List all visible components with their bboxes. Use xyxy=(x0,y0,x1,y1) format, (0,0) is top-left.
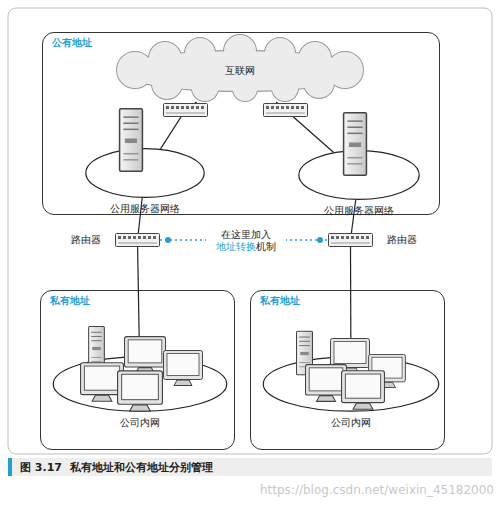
network-ellipse: 公用服务器网络 xyxy=(85,148,205,198)
cloud-puff xyxy=(185,38,215,68)
ellipse-outline xyxy=(263,357,439,411)
server-tower xyxy=(120,109,143,171)
router-label: 路由器 xyxy=(71,233,101,247)
pc-monitor xyxy=(118,371,163,411)
pc-monitor xyxy=(81,363,124,402)
cloud-puff xyxy=(304,68,334,98)
pc-monitor xyxy=(331,339,370,374)
network-link xyxy=(138,198,142,233)
pc-tower xyxy=(89,327,105,370)
nat-dotted-link xyxy=(160,239,328,240)
cloud-puff xyxy=(224,35,256,67)
cloud-puff xyxy=(185,38,215,68)
network-link xyxy=(161,102,197,149)
pc-monitor xyxy=(342,371,385,410)
internet-cloud: 互联网 xyxy=(95,40,385,102)
network-link xyxy=(276,102,333,152)
cloud-puff xyxy=(192,75,218,101)
network-ellipse: 公用服务器网络 xyxy=(298,150,420,200)
router-icon xyxy=(115,233,160,247)
network-ellipse xyxy=(298,150,420,200)
router-body xyxy=(116,234,160,247)
ellipse-outline xyxy=(299,151,419,200)
network-label: 公司内网 xyxy=(32,416,248,430)
router-node: 路由器 xyxy=(328,233,373,247)
cloud-puff xyxy=(117,52,153,88)
router-icon xyxy=(164,104,208,117)
pc-monitor xyxy=(306,365,347,402)
router-body xyxy=(329,234,373,247)
note-highlight: 地址转换 xyxy=(216,241,256,252)
caption-bar xyxy=(8,458,12,476)
note-text: 在这里加入 xyxy=(221,229,271,240)
region-title: 私有地址 xyxy=(260,294,300,308)
cloud-puff xyxy=(265,38,295,68)
network-ellipse: 公司内网 xyxy=(52,356,228,412)
cloud-puff xyxy=(233,77,257,101)
cloud-puff xyxy=(152,69,182,99)
note-text: 机制 xyxy=(256,241,276,252)
link-dot xyxy=(317,237,323,243)
figure-caption: 图 3.17 私有地址和公有地址分别管理 xyxy=(20,460,213,475)
ellipse-outline xyxy=(53,357,227,411)
cloud-puff xyxy=(233,77,257,101)
address-region: 私有地址公司内网 xyxy=(40,290,235,450)
network-ellipse xyxy=(262,356,440,412)
router-label: 路由器 xyxy=(387,233,417,247)
network-label: 公用服务器网络 xyxy=(65,202,225,216)
router-icon xyxy=(328,233,373,247)
network-link xyxy=(351,200,355,233)
router-node: 路由器 xyxy=(115,233,160,247)
ellipse-outline xyxy=(86,149,204,198)
network-link xyxy=(350,247,352,356)
nat-note: 在这里加入地址转换机制 xyxy=(206,229,286,253)
region-title: 私有地址 xyxy=(50,294,90,308)
cloud-puff xyxy=(272,75,298,101)
pc-monitor xyxy=(369,354,406,387)
cloud-puff xyxy=(265,38,295,68)
pc-monitor xyxy=(125,337,166,374)
region-title: 公有地址 xyxy=(52,36,92,50)
network-label: 公用服务器网络 xyxy=(278,204,440,218)
network-label: 公司内网 xyxy=(242,416,460,430)
cloud-puff xyxy=(117,52,153,88)
caption-band xyxy=(8,458,492,476)
outer-frame xyxy=(8,8,492,454)
cloud-puff xyxy=(192,75,218,101)
router-icon xyxy=(264,104,308,117)
network-ellipse: 公司内网 xyxy=(262,356,440,412)
address-region: 私有地址公司内网 xyxy=(250,290,445,450)
network-link xyxy=(138,247,140,356)
pc-tower xyxy=(297,331,313,375)
server-tower xyxy=(344,113,367,175)
cloud-label: 互联网 xyxy=(225,64,255,78)
watermark: https://blog.csdn.net/weixin_45182000 xyxy=(260,483,494,497)
network-ellipse xyxy=(85,148,205,198)
link-dot xyxy=(165,237,171,243)
address-region: 公有地址互联网公用服务器网络公用服务器网络 xyxy=(42,32,440,215)
network-ellipse xyxy=(52,356,228,412)
cloud-puff xyxy=(152,69,182,99)
cloud-puff xyxy=(272,75,298,101)
cloud-puff xyxy=(304,68,334,98)
cloud-text-box: 互联网 xyxy=(95,40,385,102)
cloud-puff xyxy=(224,35,256,67)
pc-monitor xyxy=(164,351,203,386)
